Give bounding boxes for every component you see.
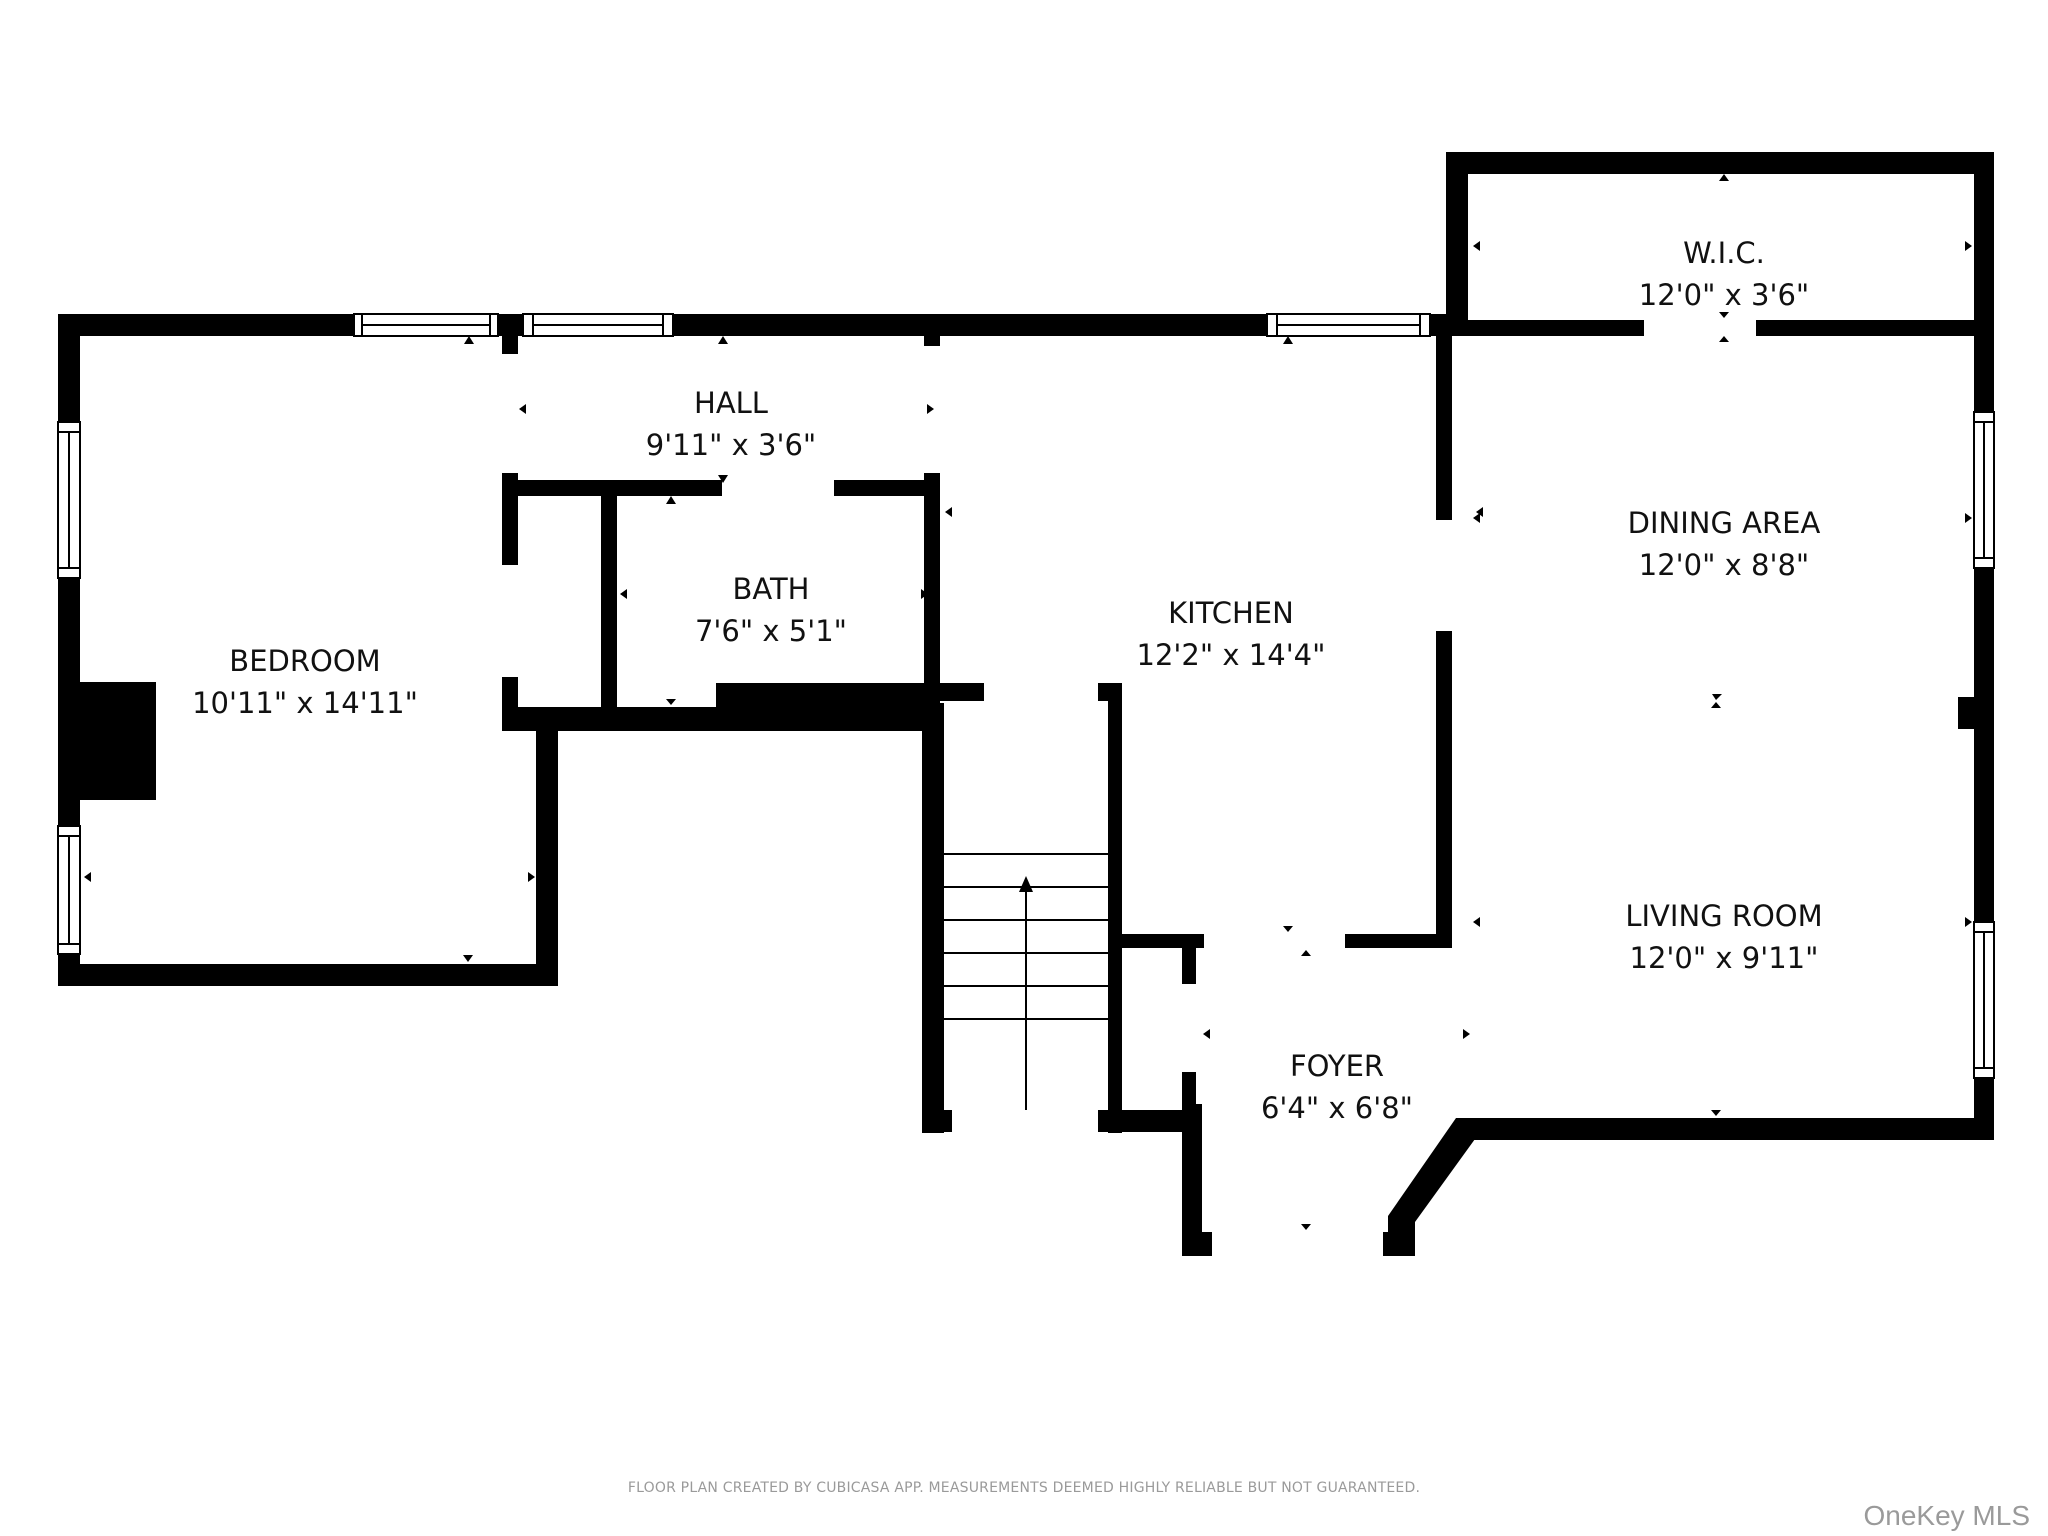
room-name: W.I.C. (1683, 236, 1765, 270)
disclaimer-text: FLOOR PLAN CREATED BY CUBICASA APP. MEAS… (627, 1480, 1421, 1496)
room-dimensions: 12'2" x 14'4" (1136, 638, 1326, 672)
room-label-bath: BATH 7'6" x 5'1" (695, 568, 847, 652)
room-label-hall: HALL 9'11" x 3'6" (646, 382, 816, 466)
room-dimensions: 7'6" x 5'1" (694, 614, 848, 648)
room-dimensions: 12'0" x 8'8" (1638, 548, 1810, 582)
room-dimensions: 9'11" x 3'6" (645, 428, 817, 462)
room-dimensions: 12'0" x 3'6" (1638, 278, 1810, 312)
room-name: BATH (732, 572, 810, 606)
room-label-wic: W.I.C. 12'0" x 3'6" (1639, 232, 1809, 316)
room-label-bedroom: BEDROOM 10'11" x 14'11" (192, 640, 418, 724)
openings (952, 683, 1383, 1256)
room-dimensions: 12'0" x 9'11" (1629, 941, 1819, 975)
room-name: DINING AREA (1627, 506, 1821, 540)
watermark-logo: OneKey MLS (1863, 1500, 2030, 1531)
room-label-kitchen: KITCHEN 12'2" x 14'4" (1137, 592, 1326, 676)
room-name: KITCHEN (1168, 596, 1294, 630)
staircase (944, 853, 1108, 1110)
room-name: HALL (694, 386, 768, 420)
room-dimensions: 10'11" x 14'11" (192, 686, 418, 720)
room-label-foyer: FOYER 6'4" x 6'8" (1261, 1045, 1413, 1129)
room-label-dining-area: DINING AREA 12'0" x 8'8" (1628, 502, 1821, 586)
room-name: BEDROOM (229, 644, 381, 678)
room-label-living-room: LIVING ROOM 12'0" x 9'11" (1625, 895, 1822, 979)
room-name: LIVING ROOM (1625, 899, 1823, 933)
stairs-up-arrow-icon (1019, 876, 1033, 892)
windows (57, 313, 1995, 1079)
room-dimensions: 6'4" x 6'8" (1260, 1091, 1414, 1125)
measurement-markers (84, 174, 1972, 1230)
walls (58, 152, 1994, 1256)
room-name: FOYER (1289, 1049, 1385, 1083)
